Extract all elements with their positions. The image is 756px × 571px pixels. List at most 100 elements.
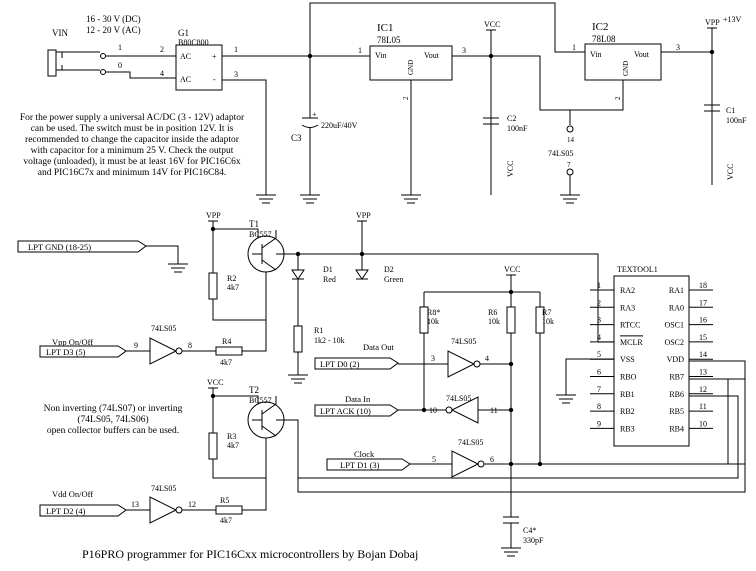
t1-part: BC557 xyxy=(249,230,272,239)
g1-ref: G1 xyxy=(178,28,189,38)
socket-pin-name: VSS xyxy=(620,355,635,364)
c3-value: 220uF/40V xyxy=(321,121,358,130)
ic2-vin: Vin xyxy=(590,50,602,59)
c4-value: 330pF xyxy=(523,536,544,545)
socket-pin-name: VDD xyxy=(667,355,685,364)
gate1-in-pin: 9 xyxy=(134,341,138,350)
socket-pin-name: RA2 xyxy=(620,286,635,295)
r1-value: 1k2 - 10k xyxy=(314,336,345,345)
inverter-gate-5 xyxy=(149,496,183,524)
transistor-t2 xyxy=(247,396,285,439)
gate5-out-pin: 12 xyxy=(188,500,196,509)
vpp-voltage-note: +13V xyxy=(723,15,742,24)
socket-pin-name: OSC2 xyxy=(664,338,684,347)
g1-minus: - xyxy=(213,75,216,84)
ic1-pin3: 3 xyxy=(462,46,466,55)
lpt-ack-label: LPT ACK (10) xyxy=(320,406,371,416)
vin-label: VIN xyxy=(52,28,68,38)
socket-pin-name: MCLR xyxy=(620,338,643,347)
socket-pin-number: 13 xyxy=(699,368,707,377)
ic2-pin3: 3 xyxy=(676,43,680,52)
r8-ref: R8* xyxy=(427,308,440,317)
gate1-part: 74LS05 xyxy=(151,324,176,333)
gate5-part: 74LS05 xyxy=(151,484,176,493)
socket-pin-name: RB5 xyxy=(669,407,684,416)
r4-ref: R4 xyxy=(222,337,231,346)
r5-value: 4k7 xyxy=(220,516,232,525)
u-pin7: 7 xyxy=(567,161,571,169)
socket-pin-name: RTCC xyxy=(620,321,640,330)
gate2-out-pin: 4 xyxy=(485,354,489,363)
d2-ref: D2 xyxy=(384,265,394,274)
socket-pin-number: 16 xyxy=(699,316,707,325)
range-ac-label: 12 - 20 V (AC) xyxy=(86,25,141,35)
data-in-label: Data In xyxy=(345,394,371,404)
c4-ref: C4* xyxy=(523,526,536,535)
gate5-in-pin: 13 xyxy=(131,500,139,509)
r2-ref: R2 xyxy=(227,274,236,283)
r8-value: 10k xyxy=(427,317,439,326)
g1-ac-top: AC xyxy=(180,52,191,61)
t2-ref: T2 xyxy=(249,385,259,395)
jack-pin0: 0 xyxy=(118,61,122,70)
t1-ref: T1 xyxy=(249,219,259,229)
buffers-note: Non inverting (74LS07) or inverting (74L… xyxy=(43,404,183,436)
vcc-label-2: VCC xyxy=(506,161,515,177)
socket-pin-name: RA0 xyxy=(669,303,684,312)
socket-pin-number: 6 xyxy=(597,368,601,377)
ic1-vout: Vout xyxy=(424,51,440,60)
g1-pin3: 3 xyxy=(234,70,238,79)
lpt-d0-connector xyxy=(314,357,399,370)
socket-pin-number: 8 xyxy=(597,402,601,411)
ic1-vin: Vin xyxy=(375,51,387,60)
socket-pin-number: 2 xyxy=(597,298,601,307)
r5-ref: R5 xyxy=(220,496,229,505)
socket-pin-number: 12 xyxy=(699,385,707,394)
c2-value: 100nF xyxy=(507,124,528,133)
range-dc-label: 16 - 30 V (DC) xyxy=(86,14,141,24)
jack-pin1: 1 xyxy=(118,43,122,52)
gate4-part: 74LS05 xyxy=(458,438,483,447)
socket-ref: TEXTOOL1 xyxy=(617,265,658,274)
ic2-pin1: 1 xyxy=(572,43,576,52)
vpp-onoff-label: Vpp On/Off xyxy=(52,337,93,347)
regulator-ic2 xyxy=(584,43,662,81)
socket-pin-name: RA1 xyxy=(669,286,684,295)
socket-pin-name: RB1 xyxy=(620,390,635,399)
t2-part: BC557 xyxy=(249,396,272,405)
socket-pin-number: 4 xyxy=(597,333,601,342)
vcc-label-3: VCC xyxy=(726,164,735,180)
ic2-part: 78L08 xyxy=(592,34,616,44)
gate4-in-pin: 5 xyxy=(432,455,436,464)
g1-part: B80C800 xyxy=(178,38,209,47)
socket-pin-number: 1 xyxy=(597,281,601,290)
ic2-gnd: GND xyxy=(622,61,630,76)
r3-value: 4k7 xyxy=(227,441,239,450)
r6-value: 10k xyxy=(488,317,500,326)
ic1-part: 78L05 xyxy=(377,35,401,45)
lpt-d2-connector xyxy=(39,504,127,517)
clock-label: Clock xyxy=(354,449,375,459)
switch-contact xyxy=(100,69,106,75)
u-supply-part: 74LS05 xyxy=(548,149,573,158)
c3-ref: C3 xyxy=(291,133,302,143)
vcc-label-t2: VCC xyxy=(207,378,223,387)
socket-pin-number: 17 xyxy=(699,298,707,307)
ic1-ref: IC1 xyxy=(377,22,394,34)
ic1-gnd: GND xyxy=(407,60,415,75)
r6-ref: R6 xyxy=(488,308,497,317)
ic2-ref: IC2 xyxy=(592,21,609,33)
gate1-out-pin: 8 xyxy=(188,341,192,350)
socket-pin-name: OSC1 xyxy=(664,321,684,330)
ic2-pin2: 2 xyxy=(614,96,622,100)
transistor-t1 xyxy=(247,230,285,273)
socket-pins: 1RA22RA33RTCC4MCLR5VSS6RBO7RB18RB29RB318… xyxy=(590,281,713,433)
bridge-rectifier-g1 xyxy=(175,44,223,91)
vdd-onoff-label: Vdd On/Off xyxy=(52,489,93,499)
vpp-label-top: VPP xyxy=(705,18,720,27)
socket-pin-name: RA3 xyxy=(620,303,635,312)
inverter-gate-2 xyxy=(447,350,481,378)
switch-contact xyxy=(100,53,106,59)
socket-pin-name: RB4 xyxy=(669,424,684,433)
